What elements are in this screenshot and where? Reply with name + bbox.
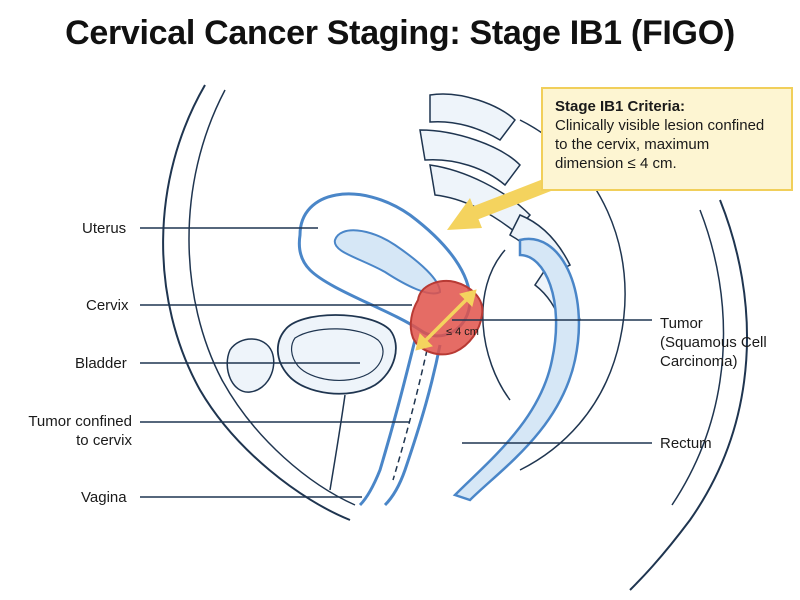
body-back-contour-inner — [188, 89, 356, 506]
body-front-contour — [629, 199, 749, 591]
label-tumor-line1: Tumor — [660, 315, 703, 332]
label-rectum: Rectum — [660, 435, 712, 452]
measurement-label: ≤ 4 cm — [446, 326, 479, 338]
label-tumor-confined: Tumor confined to cervix — [8, 412, 132, 450]
label-tumor: Tumor (Squamous Cell Carcinoma) — [660, 314, 767, 371]
callout-title: Stage IB1 Criteria: — [555, 98, 686, 115]
label-bladder: Bladder — [75, 355, 127, 372]
pubic-bone — [226, 338, 275, 393]
label-tumor-confined-line1: Tumor confined — [28, 413, 132, 430]
leader-lines — [140, 227, 652, 498]
vaginal-canal — [358, 339, 417, 507]
label-vagina: Vagina — [81, 489, 127, 506]
callout-line2: to the cervix, maximum — [555, 136, 710, 153]
label-tumor-confined-line2: to cervix — [76, 432, 132, 449]
body-back-contour — [162, 84, 351, 521]
criteria-callout: Stage IB1 Criteria: Clinically visible l… — [541, 87, 793, 191]
label-tumor-line2: (Squamous Cell — [660, 334, 767, 351]
label-uterus: Uterus — [82, 220, 127, 237]
measurement-arrow — [415, 289, 477, 351]
label-tumor-line3: Carcinoma) — [660, 353, 738, 370]
page-title: Cervical Cancer Staging: Stage IB1 (FIGO… — [65, 14, 735, 52]
label-cervix: Cervix — [86, 297, 129, 314]
vaginal-canal-front — [383, 344, 442, 507]
bladder-shape — [276, 314, 397, 395]
callout-line3: dimension ≤ 4 cm. — [555, 155, 677, 172]
urethra — [329, 394, 346, 491]
body-front-contour-inner — [671, 209, 725, 506]
callout-line1: Clinically visible lesion confined — [555, 117, 765, 134]
rectum-shape — [452, 237, 581, 502]
